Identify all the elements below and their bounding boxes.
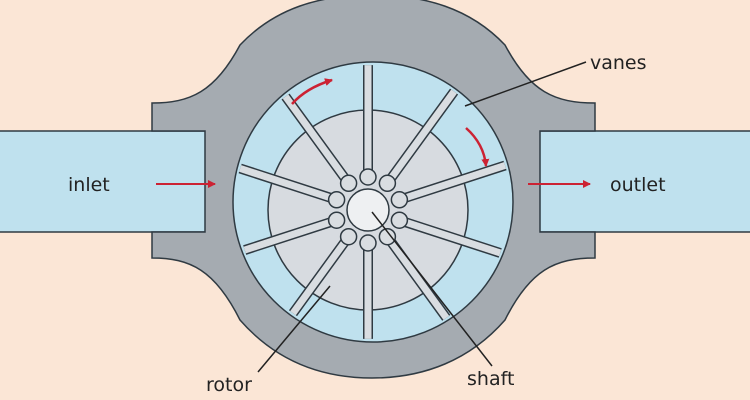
rotation-arrow-right-icon: [465, 127, 490, 167]
vane: [281, 93, 358, 193]
vane-body: [398, 162, 507, 204]
vane: [359, 65, 377, 186]
vane-body: [384, 89, 457, 186]
vane-pivot: [378, 174, 397, 193]
vane: [390, 160, 507, 209]
vane-pivot: [390, 191, 409, 209]
rotor-leader-line: [257, 285, 331, 373]
vane: [390, 211, 502, 258]
vane-body: [398, 216, 502, 257]
outlet-label: outlet: [610, 174, 666, 196]
vane: [359, 234, 377, 339]
rotor-label: rotor: [206, 374, 252, 396]
vane: [238, 163, 346, 209]
vane-pivot: [359, 234, 377, 252]
vane-pivot: [339, 227, 358, 246]
vane-body: [282, 94, 352, 186]
vane-body: [384, 234, 450, 320]
vane-pivot: [359, 168, 377, 186]
shaft-label: shaft: [467, 368, 514, 390]
vane-body: [243, 216, 338, 254]
vane-pivot: [327, 211, 346, 229]
vane-pivot: [339, 174, 358, 193]
vane: [378, 227, 451, 321]
shaft-leader-line: [371, 211, 493, 367]
vanes-label: vanes: [590, 52, 647, 74]
vane: [288, 227, 358, 317]
vane-body: [290, 234, 352, 316]
vane-body: [239, 165, 338, 204]
vane-pivot: [390, 211, 409, 229]
vane-pivot: [327, 191, 346, 209]
vane: [243, 211, 346, 255]
vane: [378, 88, 459, 193]
inlet-label: inlet: [68, 174, 110, 196]
rotation-arrow-top-icon: [291, 78, 333, 105]
vanes-leader-line: [464, 61, 587, 107]
vane-pivot: [378, 227, 397, 246]
vanes-group: [238, 65, 507, 339]
